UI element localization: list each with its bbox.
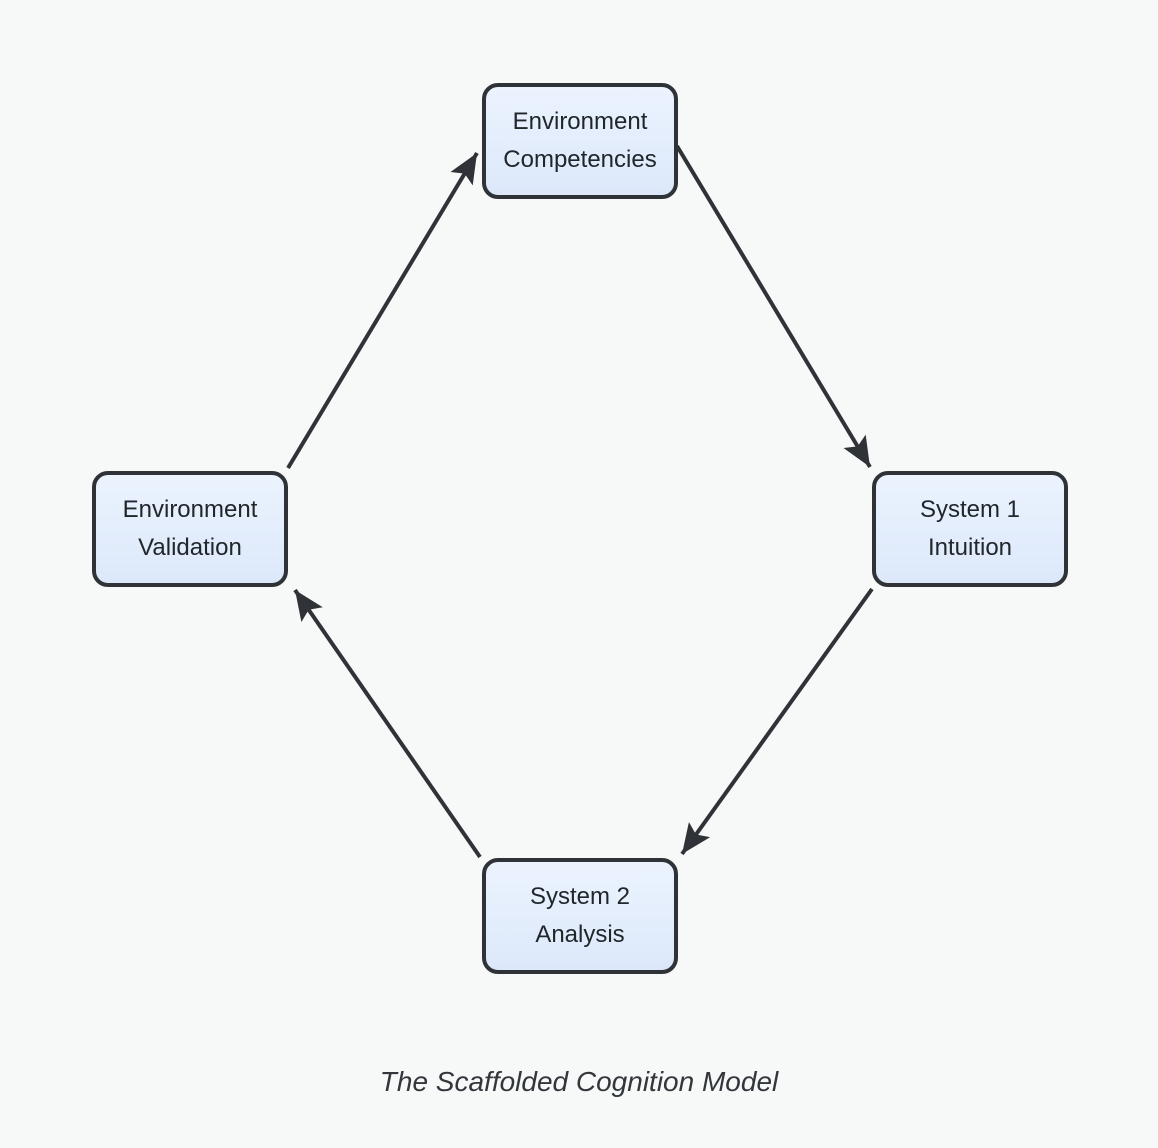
node-label-line: Analysis [535,921,625,948]
node-label-line: Environment [122,496,258,523]
node-label-line: Environment [512,108,648,135]
edge-competencies-to-system1 [675,144,872,469]
node-label-line: System 1 [919,496,1021,523]
node-system-1-intuition: System 1 Intuition [872,471,1068,587]
node-label-line: Competencies [503,146,657,173]
edge-system1-to-system2 [680,587,874,856]
node-label-line: Intuition [927,534,1013,561]
edge-validation-to-competencies [286,151,479,470]
node-label-line: System 2 [529,883,631,910]
node-system-2-analysis: System 2 Analysis [482,858,678,974]
diagram-caption: The Scaffolded Cognition Model [379,1066,779,1097]
edge-system2-to-validation [293,588,482,859]
node-environment-validation: Environment Validation [92,471,288,587]
node-label-line: Validation [138,534,242,561]
node-environment-competencies: Environment Competencies [482,83,678,199]
